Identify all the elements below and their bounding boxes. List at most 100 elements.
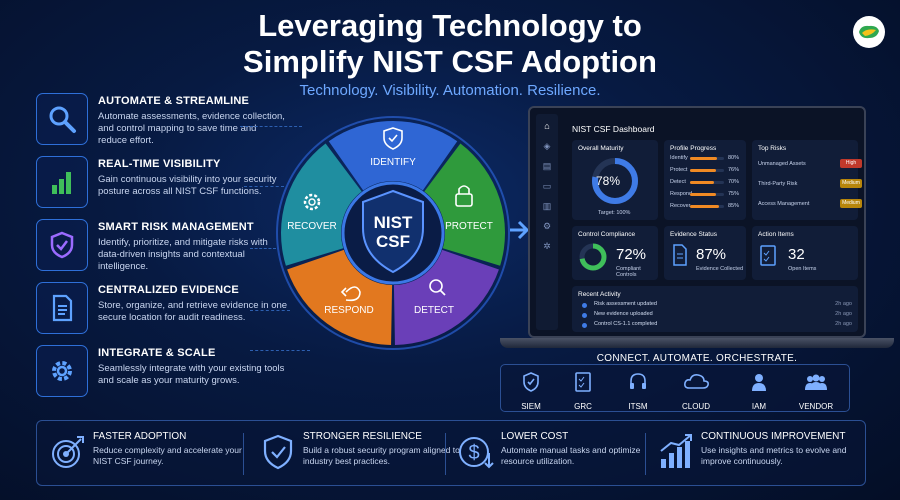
profile-row-bar (690, 193, 724, 196)
benefit-title: LOWER COST (501, 431, 569, 442)
clipboard-icon[interactable]: ▤ (542, 161, 552, 171)
magnifier-icon (36, 93, 88, 145)
feature-desc: Seamlessly integrate with your existing … (98, 363, 285, 386)
integrations-panel: SIEM GRC ITSM CLOUD IAM VENDOR (500, 364, 850, 412)
integration-label: IAM (751, 402, 767, 411)
shield-icon[interactable]: ◈ (543, 141, 551, 151)
divider (645, 433, 646, 475)
profile-row-pct: 70% (728, 179, 740, 185)
activity-text: New evidence uploaded (594, 311, 653, 317)
document-icon[interactable]: ▭ (542, 181, 552, 191)
wheel-segment-respond (287, 249, 393, 345)
compliance-donut-fill (579, 243, 607, 271)
feature-title: SMART RISK MANAGEMENT (98, 221, 254, 233)
action-items-card: Action Items 32 Open Items (752, 226, 858, 280)
maturity-gauge (592, 158, 638, 204)
benefit-lower-cost: $ LOWER COST Automate manual tasks and o… (457, 427, 647, 483)
user-icon (752, 374, 766, 391)
integration-siem: SIEM (506, 371, 556, 411)
risk-label: Access Management (758, 201, 810, 207)
protect-lock-icon (455, 185, 473, 207)
dashboard-screen: ⌂ ◈ ▤ ▭ ▥ ⚙ ✲ NIST CSF Dashboard Overall… (528, 106, 866, 338)
users-icon (805, 374, 827, 390)
chart-icon[interactable]: ▥ (542, 201, 552, 211)
benefit-continuous-improvement: CONTINUOUS IMPROVEMENT Use insights and … (657, 427, 857, 483)
nist-csf-wheel: NIST CSF IDENTIFY PROTECT DETECT RESPOND… (276, 116, 510, 350)
feature-evidence: CENTRALIZED EVIDENCE Store, organize, an… (36, 282, 336, 336)
benefit-desc: Automate manual tasks and optimize resou… (501, 445, 641, 466)
risk-label: Unmanaged Assets (758, 161, 806, 167)
shield-check-icon (36, 219, 88, 271)
cloud-icon (684, 374, 709, 389)
feature-title: INTEGRATE & SCALE (98, 347, 216, 359)
shield-check-icon (263, 434, 293, 470)
dollar-down-icon: $ (459, 437, 494, 469)
activity-dot (582, 313, 587, 318)
integration-label: GRC (574, 402, 592, 411)
benefit-faster-adoption: FASTER ADOPTION Reduce complexity and ac… (49, 427, 242, 483)
feature-title: AUTOMATE & STREAMLINE (98, 95, 250, 107)
segment-label-identify: IDENTIFY (370, 157, 416, 168)
segment-label-protect: PROTECT (445, 221, 493, 232)
integrations-title: CONNECT. AUTOMATE. ORCHESTRATE. (596, 353, 798, 364)
profile-row-bar-fill (690, 205, 719, 208)
title-line-1: Leveraging Technology to (258, 8, 642, 43)
activity-row[interactable]: Risk assessment updated 2h ago (582, 300, 854, 312)
feature-risk: SMART RISK MANAGEMENT Identify, prioriti… (36, 219, 336, 273)
benefit-desc: Use insights and metrics to evolve and i… (701, 445, 847, 466)
feature-desc: Automate assessments, evidence collectio… (98, 111, 285, 146)
evidence-card: Evidence Status 87% Evidence Collected (664, 226, 746, 280)
integration-label: ITSM (628, 402, 648, 411)
document-icon (36, 282, 88, 334)
activity-text: Control CS-1.1 completed (594, 321, 658, 327)
feature-desc: Identify, prioritize, and mitigate risks… (98, 237, 268, 272)
brand-logo (853, 16, 885, 48)
divider (445, 433, 446, 475)
benefit-title: FASTER ADOPTION (93, 431, 187, 442)
segment-label-detect: DETECT (414, 305, 454, 316)
evidence-caption: Evidence Collected (696, 266, 744, 272)
activity-row[interactable]: New evidence uploaded 2h ago (582, 310, 854, 322)
profile-row-bar-fill (690, 157, 718, 160)
integration-iam: IAM (734, 371, 784, 411)
bar-chart-icon (36, 156, 88, 208)
divider (243, 433, 244, 475)
connector-line (240, 126, 302, 127)
respond-return-icon (340, 286, 361, 302)
maturity-gauge-fill (592, 158, 638, 204)
recover-gear-icon (303, 193, 321, 211)
checklist-icon (760, 245, 776, 266)
evidence-title: Evidence Status (670, 231, 717, 238)
dashboard-sidebar: ⌂ ◈ ▤ ▭ ▥ ⚙ ✲ (536, 114, 558, 330)
connector-line (250, 350, 310, 351)
gear-icon[interactable]: ✲ (543, 241, 551, 251)
compliance-caption: Compliant Controls (616, 266, 641, 278)
feature-title: CENTRALIZED EVIDENCE (98, 284, 239, 296)
activity-time: 2h ago (835, 321, 852, 327)
profile-row-pct: 80% (728, 155, 740, 161)
risk-badge: Medium (840, 179, 862, 188)
top-risks-title: Top Risks (758, 145, 787, 152)
profile-row-pct: 75% (728, 191, 740, 197)
wheel-segment-recover (281, 143, 362, 266)
maturity-target: Target: 100% (598, 210, 631, 216)
page-subtitle: Technology. Visibility. Automation. Resi… (299, 82, 601, 99)
integration-vendor: VENDOR (791, 371, 841, 411)
integration-label: CLOUD (681, 402, 710, 411)
home-icon[interactable]: ⌂ (544, 121, 550, 131)
profile-row-bar-fill (690, 193, 716, 196)
activity-row[interactable]: Control CS-1.1 completed 2h ago (582, 320, 854, 332)
segment-label-recover: RECOVER (287, 221, 336, 232)
profile-row-label: Identify (670, 155, 688, 161)
feature-automate: AUTOMATE & STREAMLINE Automate assessmen… (36, 93, 336, 147)
gear-icon (36, 345, 88, 397)
wheel-segment-protect (424, 143, 505, 266)
compliance-value: 72% (616, 246, 647, 263)
benefit-title: CONTINUOUS IMPROVEMENT (701, 431, 846, 442)
risk-label: Third-Party Risk (758, 181, 798, 187)
action-items-caption: Open Items (788, 266, 817, 272)
settings-icon[interactable]: ⚙ (542, 221, 552, 231)
integration-cloud: CLOUD (671, 371, 721, 411)
maturity-card: Overall Maturity 78% Target: 100% (572, 140, 658, 220)
risk-badge: Medium (840, 199, 862, 208)
